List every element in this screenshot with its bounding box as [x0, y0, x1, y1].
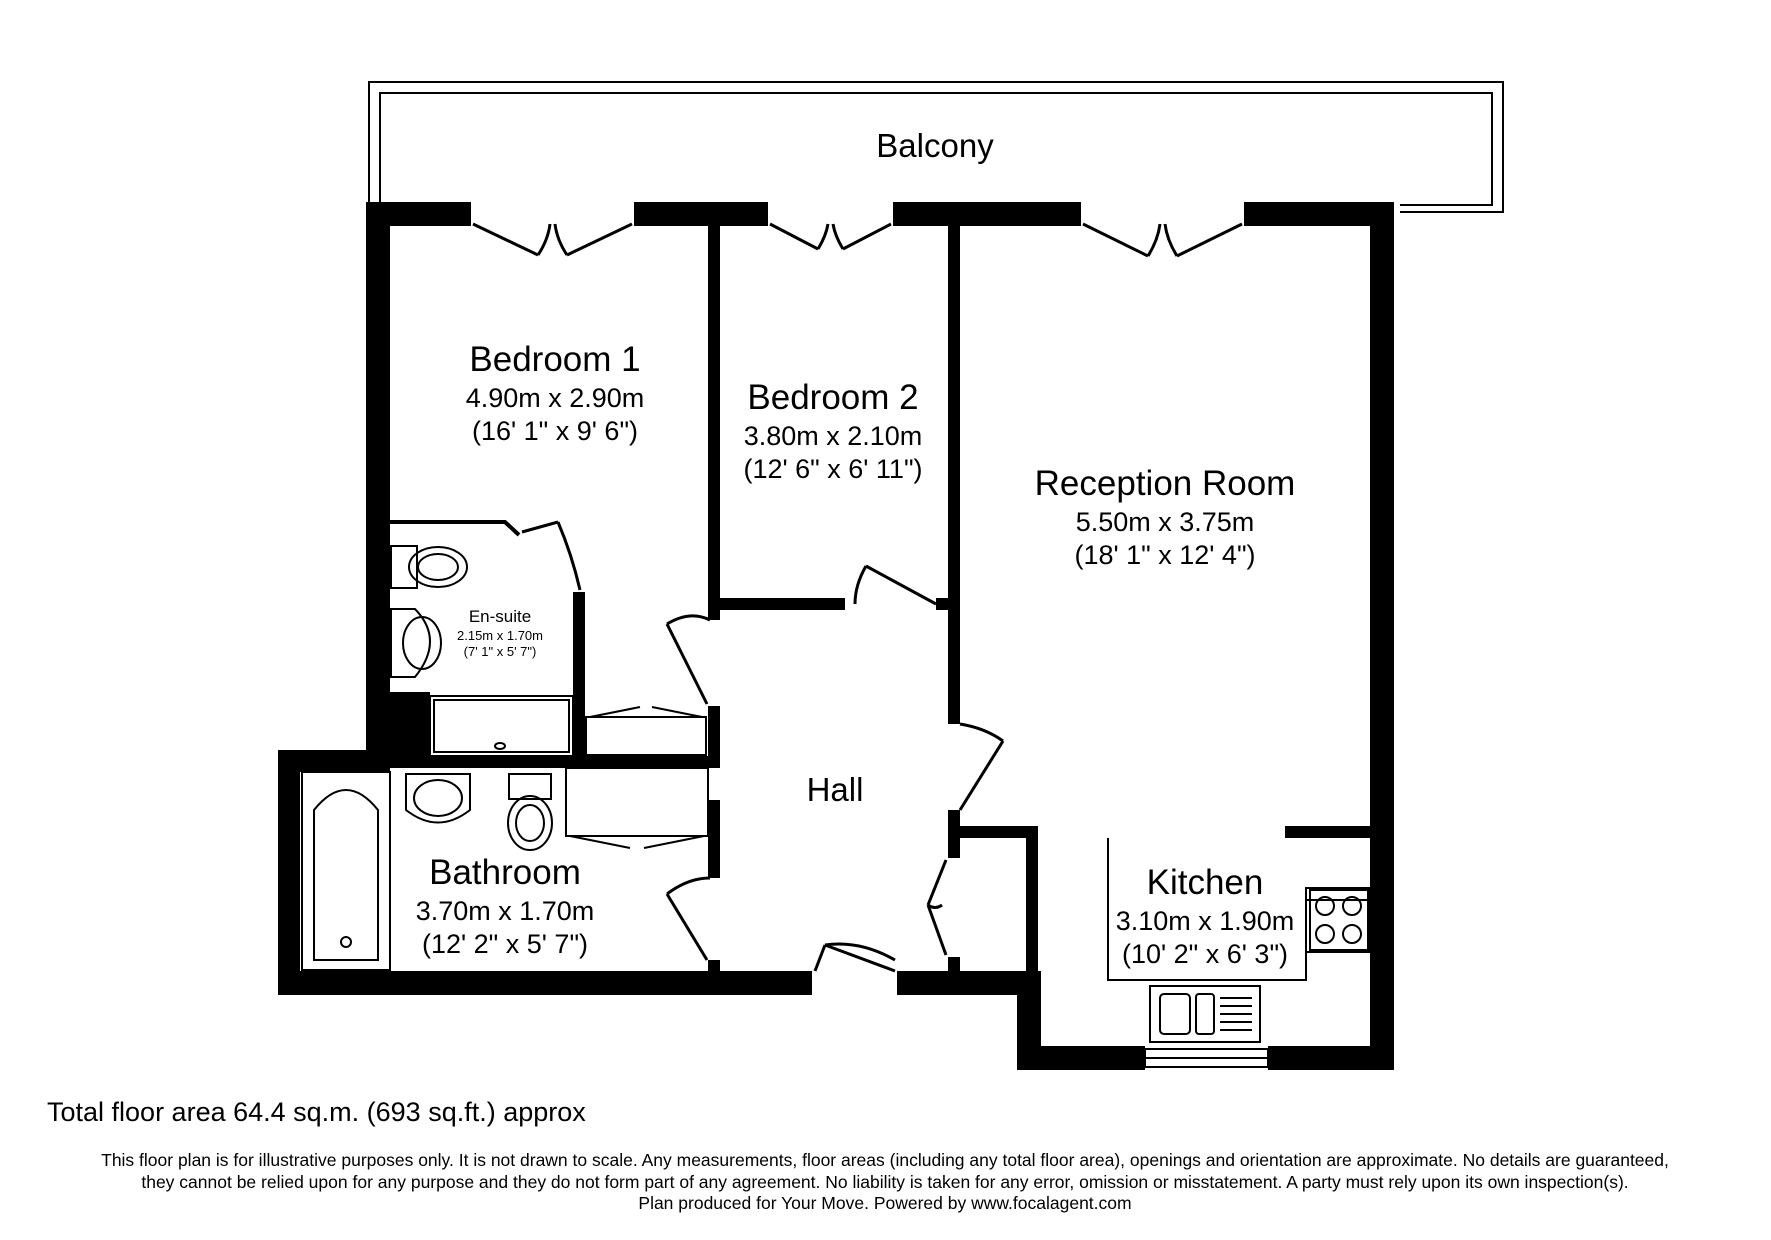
room-label-kitchen: Kitchen 3.10m x 1.90m (10' 2" x 6' 3")	[1095, 862, 1315, 971]
room-label-bedroom-2: Bedroom 2 3.80m x 2.10m (12' 6" x 6' 11"…	[718, 377, 948, 486]
hob-icon	[1309, 889, 1369, 951]
disclaimer-line: This floor plan is for illustrative purp…	[101, 1150, 1669, 1170]
room-metric: 3.80m x 2.10m	[743, 420, 923, 451]
sink-icon	[1149, 985, 1261, 1043]
disclaimer: This floor plan is for illustrative purp…	[30, 1150, 1740, 1215]
wardrobe-icon	[585, 706, 707, 756]
room-metric: 5.50m x 3.75m	[1075, 506, 1255, 537]
room-metric: 4.90m x 2.90m	[465, 382, 645, 413]
room-label-bedroom-1: Bedroom 1 4.90m x 2.90m (16' 1" x 9' 6")	[435, 339, 675, 448]
shower-tray-icon	[429, 695, 574, 757]
bathroom-toilet-icon	[507, 773, 553, 851]
room-name: Hall	[806, 771, 864, 808]
room-label-reception-room: Reception Room 5.50m x 3.75m (18' 1" x 1…	[1010, 463, 1320, 572]
bathroom-basin-icon	[405, 773, 471, 824]
room-name: Bathroom	[429, 853, 581, 892]
room-name: Reception Room	[1034, 464, 1296, 503]
room-imperial: (18' 1" x 12' 4")	[1074, 539, 1256, 570]
balcony-outline	[368, 81, 1504, 213]
room-metric: 2.15m x 1.70m	[457, 627, 543, 643]
room-imperial: (12' 6" x 6' 11")	[743, 453, 923, 484]
ensuite-toilet-icon	[390, 545, 468, 589]
room-metric: 3.70m x 1.70m	[415, 895, 595, 926]
room-metric: 3.10m x 1.90m	[1115, 905, 1295, 936]
room-imperial: (16' 1" x 9' 6")	[471, 415, 639, 446]
room-name: Bedroom 1	[469, 340, 641, 379]
kitchen-window	[1144, 1048, 1269, 1068]
ensuite-basin-icon	[390, 608, 442, 678]
total-floor-area: Total floor area 64.4 sq.m. (693 sq.ft.)…	[47, 1097, 586, 1127]
room-name: Balcony	[876, 127, 994, 164]
room-name: Kitchen	[1146, 863, 1264, 902]
room-label-en-suite: En-suite 2.15m x 1.70m (7' 1" x 5' 7")	[430, 607, 570, 659]
room-label-balcony: Balcony	[835, 126, 1035, 166]
room-imperial: (10' 2" x 6' 3")	[1121, 938, 1289, 969]
ensuite-partitions	[390, 520, 521, 537]
room-label-bathroom: Bathroom 3.70m x 1.70m (12' 2" x 5' 7")	[395, 852, 615, 961]
doors	[472, 222, 1243, 973]
room-name: Bedroom 2	[747, 378, 919, 417]
exterior-walls	[278, 202, 1394, 1070]
bath-icon	[301, 771, 391, 971]
disclaimer-line: they cannot be relied upon for any purpo…	[141, 1171, 1629, 1192]
room-name: En-suite	[468, 607, 532, 626]
room-label-hall: Hall	[760, 770, 910, 810]
room-imperial: (12' 2" x 5' 7")	[421, 928, 589, 959]
bathroom-cupboard-icon	[565, 767, 709, 849]
disclaimer-line: Plan produced for Your Move. Powered by …	[638, 1193, 1132, 1214]
room-imperial: (7' 1" x 5' 7")	[463, 643, 537, 659]
interior-walls	[300, 224, 1380, 974]
